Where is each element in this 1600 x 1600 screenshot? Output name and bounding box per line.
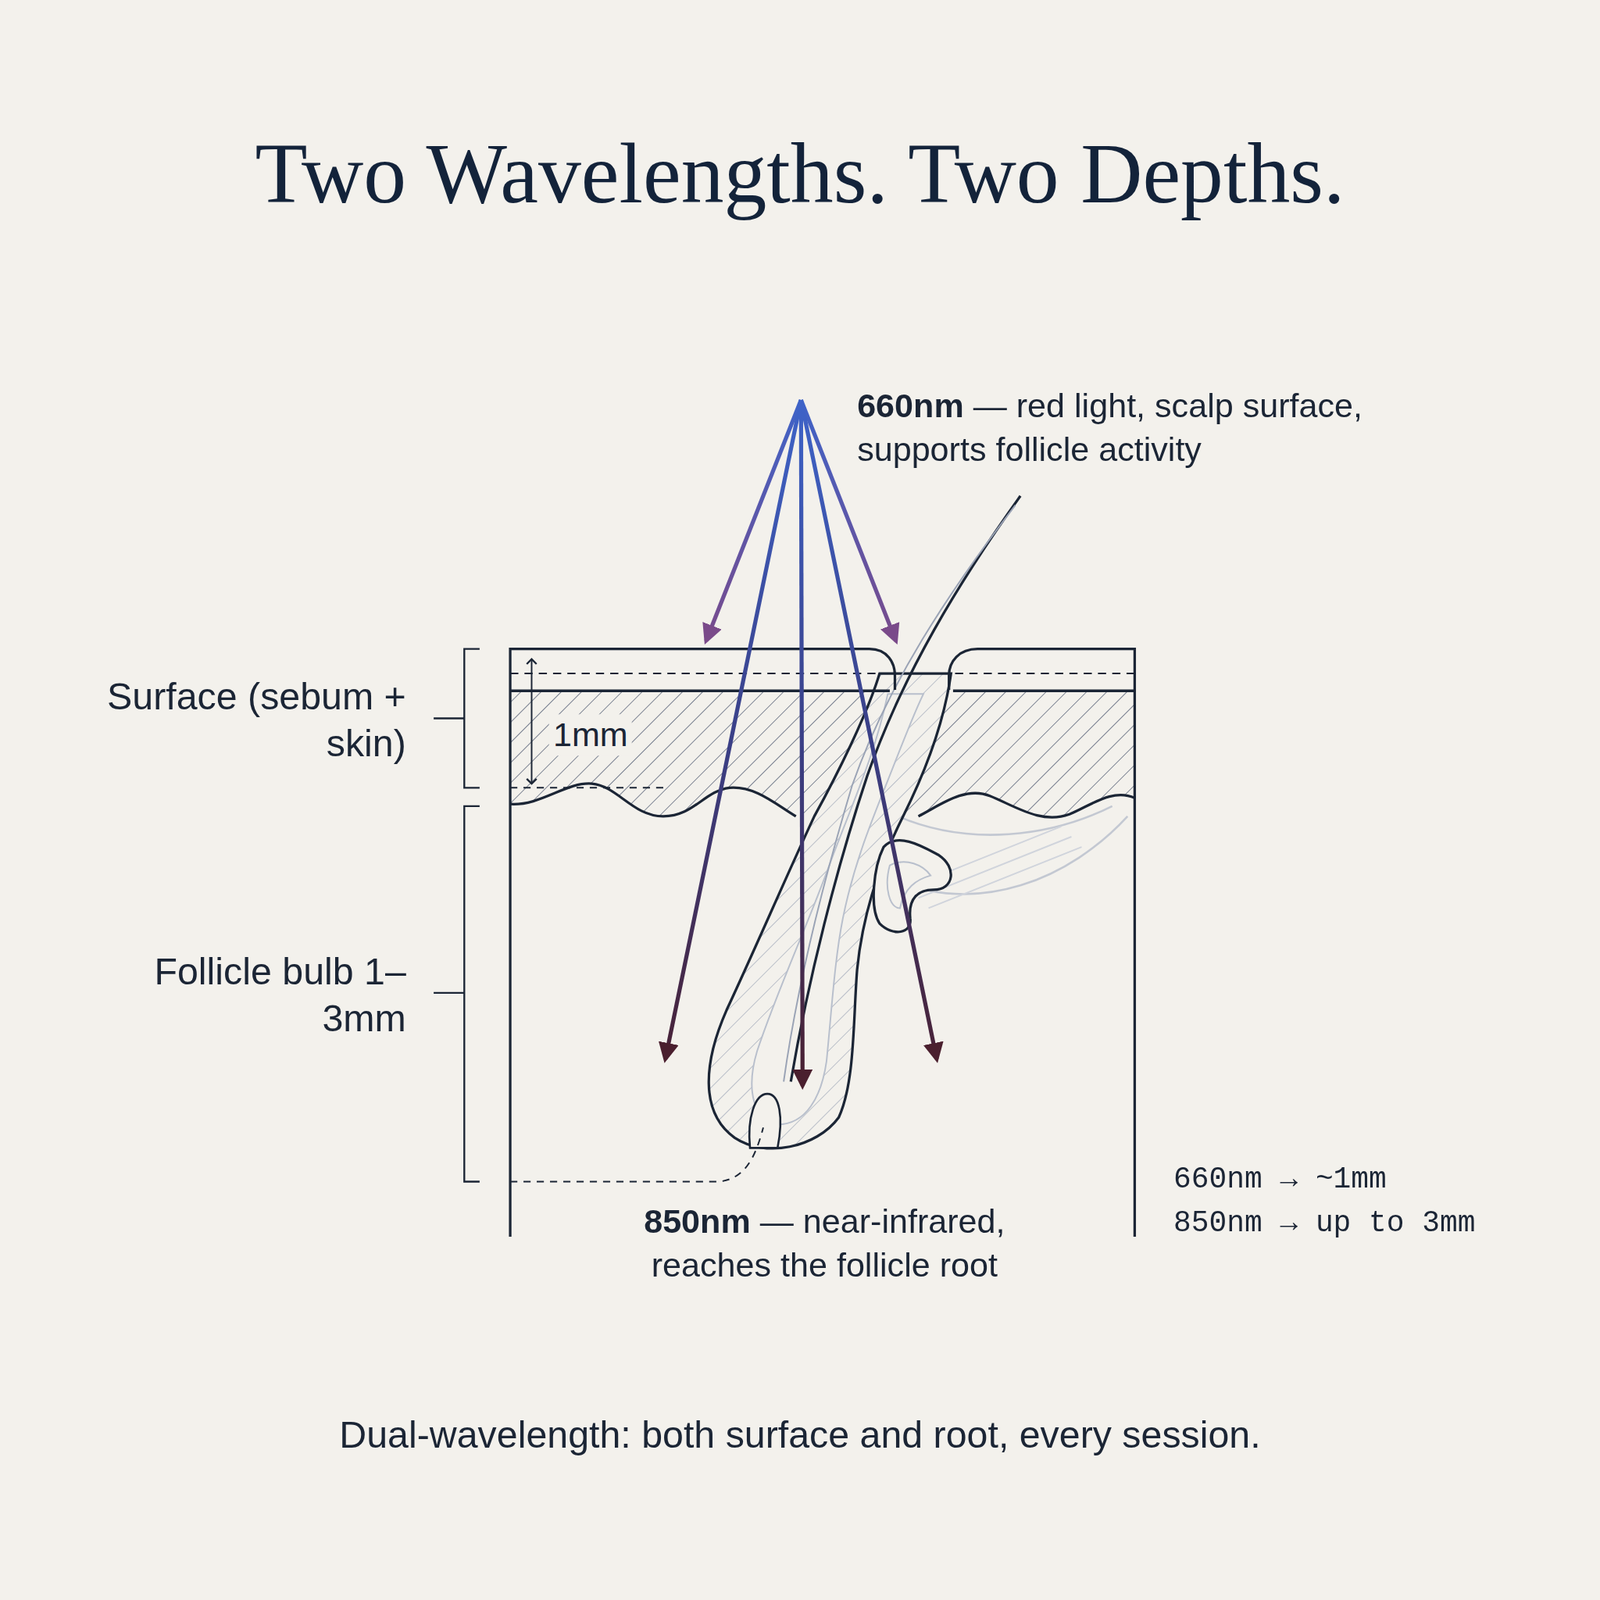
depth-note: 850nm → up to 3mm [1173, 1205, 1475, 1245]
layer-label: Follicle bulb 1–3mm [134, 949, 406, 1043]
title: Two Wavelengths. Two Depths. [0, 122, 1600, 226]
red-callout: 660nm — red light, scalp surface, suppor… [857, 383, 1460, 472]
wavelength-name: 660nm [857, 386, 965, 425]
wavelength-name: 850nm [643, 1202, 751, 1240]
caption: Dual-wavelength: both surface and root, … [0, 1413, 1600, 1459]
depth-note: 660nm → ~1mm [1173, 1160, 1387, 1200]
dimension-label: 1mm [549, 714, 633, 755]
layer-label: Surface (sebum + skin) [103, 673, 407, 768]
nir-callout: 850nm — near-infrared, reaches the folli… [594, 1199, 1054, 1287]
